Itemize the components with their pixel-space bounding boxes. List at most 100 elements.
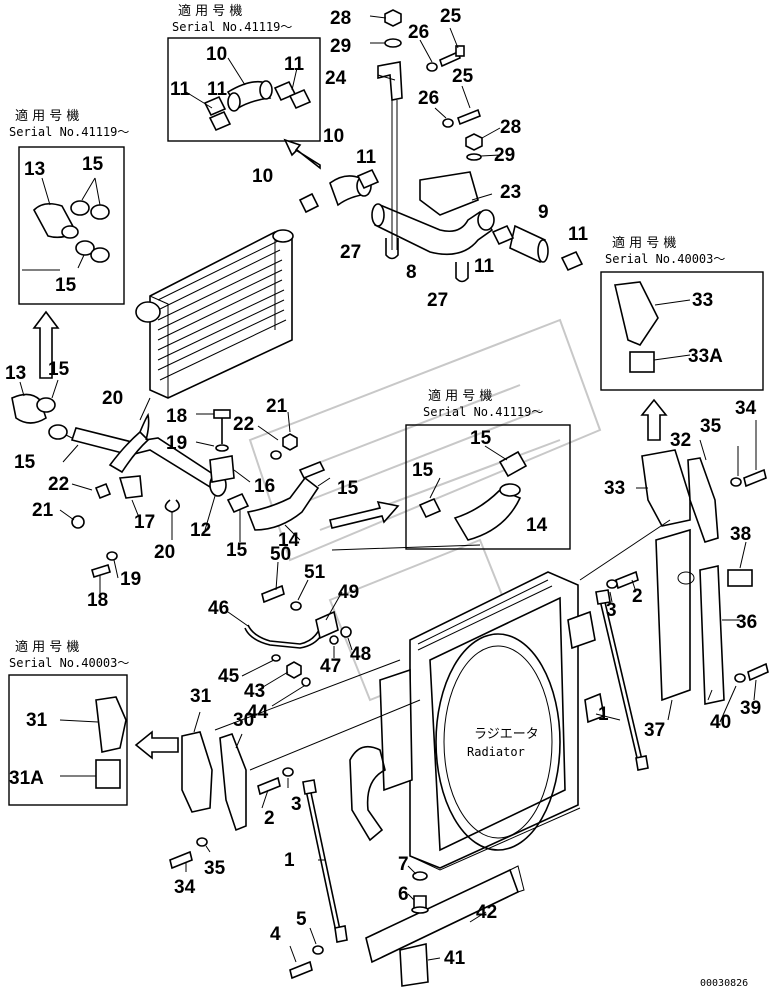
callout-label: 11 xyxy=(284,54,305,75)
callout-label: 31A xyxy=(9,768,44,789)
callout-label: 11 xyxy=(474,256,495,277)
callout-label: 21 xyxy=(32,500,54,521)
callout-label: 32 xyxy=(670,430,691,451)
callout-label: 38 xyxy=(730,524,751,545)
serial-box-top: 適 用 号 機 Serial No.41119～ xyxy=(167,3,321,142)
callout-label: 51 xyxy=(304,562,326,583)
serial-box-middle: 適 用 号 機 Serial No.41119～ xyxy=(405,388,571,550)
radiator-label-en: Radiator xyxy=(467,745,525,759)
hose-assembly-top-box xyxy=(185,57,312,132)
callout-label: 28 xyxy=(500,117,521,138)
callout-label: 31 xyxy=(190,686,212,707)
callout-label: 29 xyxy=(330,36,351,57)
callout-label: 27 xyxy=(427,290,448,311)
callout-label: 28 xyxy=(330,8,351,29)
callout-label: 19 xyxy=(166,433,187,454)
callout-label: 11 xyxy=(356,147,377,168)
callout-label: 8 xyxy=(406,262,417,283)
serial-box-serial: Serial No.41119～ xyxy=(172,20,292,34)
callout-label: 3 xyxy=(606,600,617,621)
callout-label: 47 xyxy=(320,656,341,677)
callout-label: 29 xyxy=(494,145,515,166)
callout-label: 21 xyxy=(266,396,288,417)
callout-label: 34 xyxy=(174,877,196,898)
callout-label: 41 xyxy=(444,948,466,969)
callout-label: 34 xyxy=(735,398,757,419)
callout-label: 15 xyxy=(48,359,70,380)
callout-label: 33 xyxy=(692,290,713,311)
pad-assembly-lower-left-box xyxy=(59,696,127,789)
callout-label: 9 xyxy=(538,202,549,223)
callout-label: 2 xyxy=(264,808,275,829)
callout-label: 13 xyxy=(24,159,45,180)
left-loose-parts xyxy=(11,269,68,440)
serial-box-heading: 適 用 号 機 xyxy=(178,3,242,19)
upper-piping xyxy=(298,61,584,283)
aftercooler-core xyxy=(135,229,294,399)
radiator-body: ラジエータ Radiator xyxy=(349,571,605,871)
callout-label: 10 xyxy=(206,44,227,65)
callout-label: 20 xyxy=(102,388,123,409)
callout-label: 37 xyxy=(644,720,665,741)
callout-label: 24 xyxy=(325,68,347,89)
callout-label: 10 xyxy=(323,126,344,147)
callout-label: 1 xyxy=(284,850,295,871)
radiator-label-jp: ラジエータ xyxy=(474,727,539,742)
serial-box-left: 適 用 号 機 Serial No.41119～ xyxy=(9,108,129,305)
callout-label: 43 xyxy=(244,681,265,702)
callout-label: 15 xyxy=(412,460,434,481)
callout-label: 17 xyxy=(134,512,155,533)
callout-label: 16 xyxy=(254,476,275,497)
callout-label: 44 xyxy=(247,702,269,723)
callout-label: 1 xyxy=(598,704,609,725)
serial-box-heading: 適 用 号 機 xyxy=(428,388,492,404)
callout-label: 12 xyxy=(190,520,211,541)
callout-label: 50 xyxy=(270,544,291,565)
hose-assembly-middle-box xyxy=(418,445,528,541)
hose-assembly-left-box xyxy=(33,177,110,269)
callout-label: 10 xyxy=(252,166,273,187)
lower-left-pads xyxy=(169,711,247,872)
callout-label: 15 xyxy=(55,275,77,296)
callout-label: 45 xyxy=(218,666,240,687)
callout-label: 11 xyxy=(568,224,589,245)
callout-label: 36 xyxy=(736,612,757,633)
callout-label: 35 xyxy=(700,416,722,437)
callout-label: 14 xyxy=(278,530,300,551)
callout-label: 13 xyxy=(5,363,26,384)
serial-box-right: 適 用 号 機 Serial No.40003～ xyxy=(600,235,764,391)
serial-box-serial: Serial No.41119～ xyxy=(9,125,129,139)
callout-label: 5 xyxy=(296,909,307,930)
callout-label: 11 xyxy=(207,79,228,100)
reference-arrows xyxy=(32,138,668,760)
callout-label: 3 xyxy=(291,794,302,815)
callout-label: 20 xyxy=(154,542,175,563)
callout-label: 25 xyxy=(452,66,474,87)
callout-label: 14 xyxy=(526,515,548,536)
callout-label: 15 xyxy=(226,540,248,561)
callout-label: 15 xyxy=(82,154,104,175)
connection-lines xyxy=(214,519,671,771)
serial-box-heading: 適 用 号 機 xyxy=(15,639,79,655)
top-fasteners xyxy=(369,9,501,201)
callout-label: 4 xyxy=(270,924,281,945)
callout-label: 22 xyxy=(233,414,254,435)
callout-label: 15 xyxy=(14,452,36,473)
callout-label: 42 xyxy=(476,902,497,923)
serial-box-heading: 適 用 号 機 xyxy=(612,235,676,251)
callout-label: 23 xyxy=(500,182,521,203)
callout-label: 33A xyxy=(688,346,723,367)
callout-label: 35 xyxy=(204,858,226,879)
callout-numbers: 28 29 26 25 24 25 26 28 29 23 9 11 27 8 … xyxy=(5,6,761,969)
callout-label: 2 xyxy=(632,586,643,607)
bottom-parts xyxy=(289,865,525,987)
radiator-stays xyxy=(257,570,649,943)
callout-label: 46 xyxy=(208,598,229,619)
callout-label: 19 xyxy=(120,569,141,590)
callout-label: 18 xyxy=(87,590,108,611)
middle-piping xyxy=(59,397,331,598)
serial-box-serial: Serial No.40003～ xyxy=(605,252,725,266)
callout-label: 22 xyxy=(48,474,69,495)
callout-label: 39 xyxy=(740,698,761,719)
